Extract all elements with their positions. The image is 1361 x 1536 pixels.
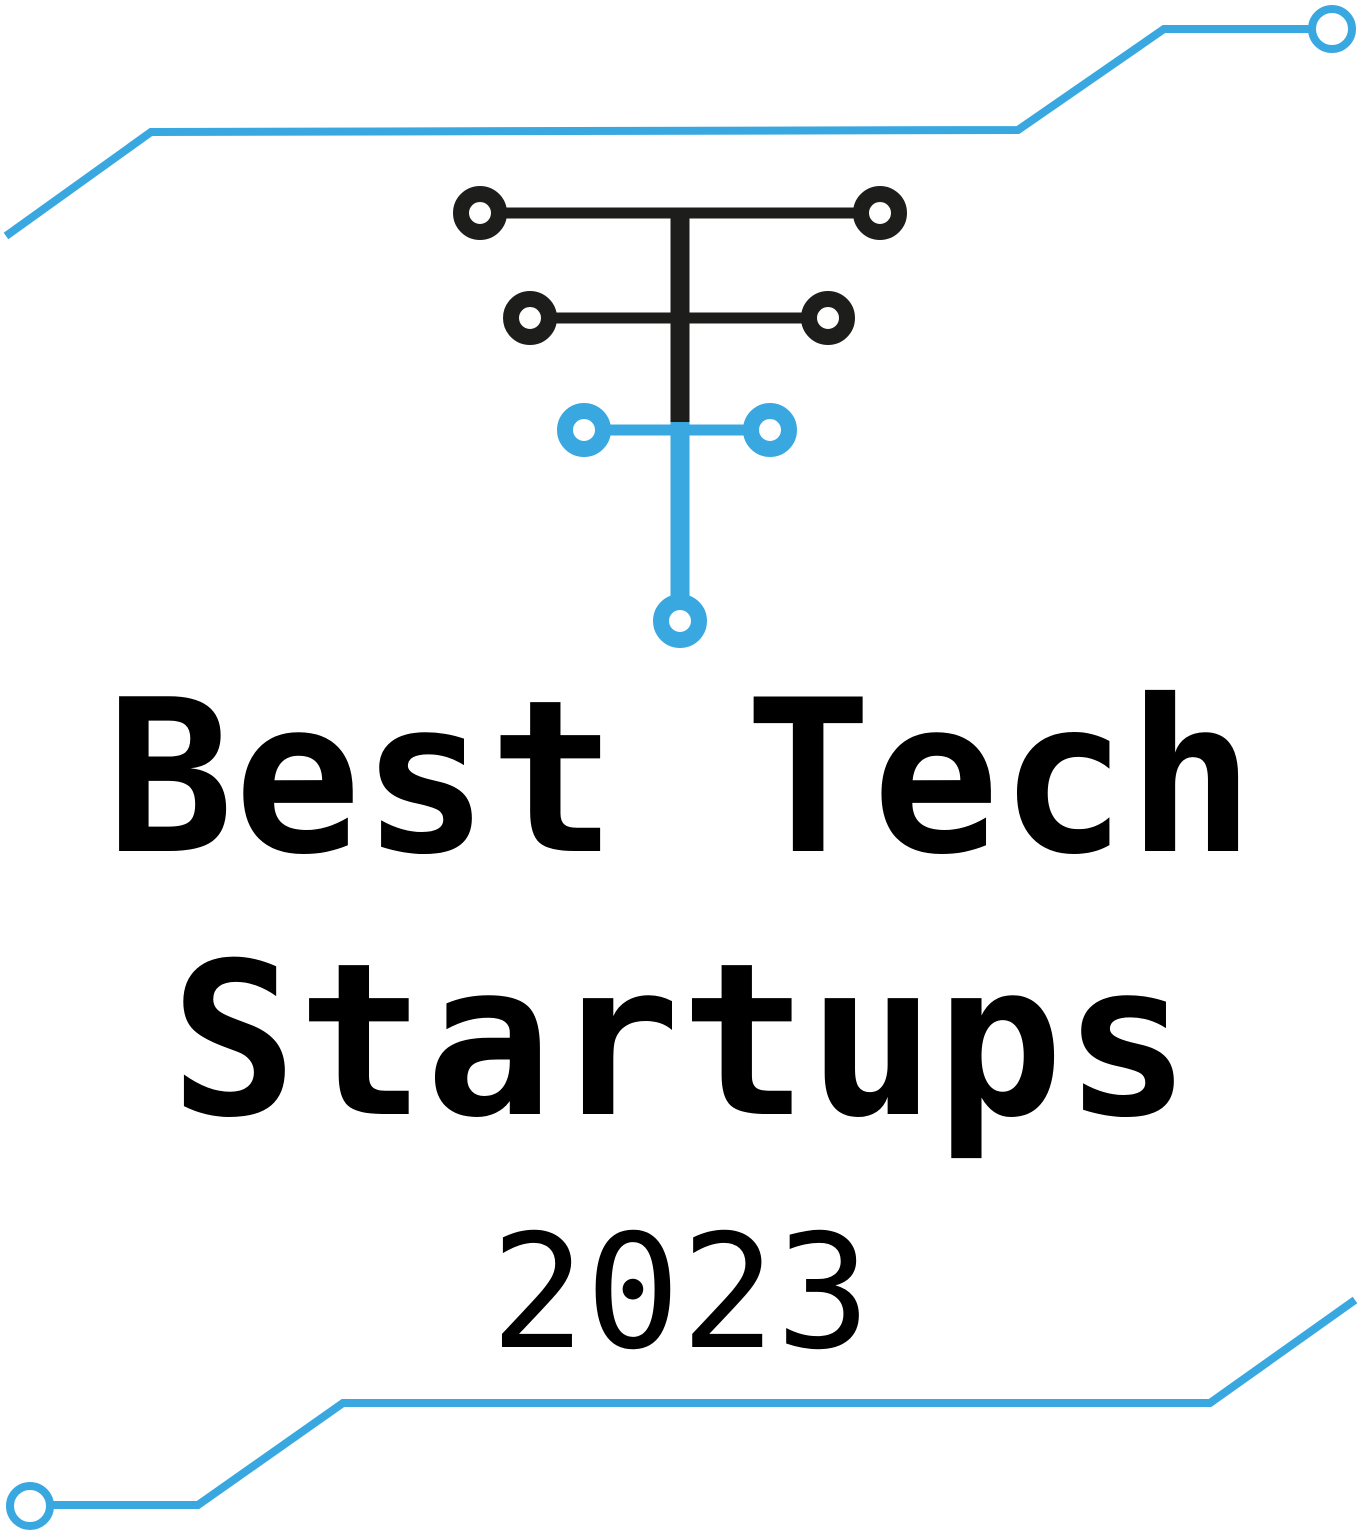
badge-title-line-1: Best Tech — [106, 654, 1255, 901]
top-circuit-trace-icon — [3, 5, 1356, 240]
circuit-tree-logo-icon — [453, 186, 907, 648]
bottom-circuit-trace-icon — [6, 1296, 1358, 1530]
badge-year: 2023 — [490, 1201, 871, 1385]
badge-title-line-2: Startups — [169, 917, 1192, 1164]
